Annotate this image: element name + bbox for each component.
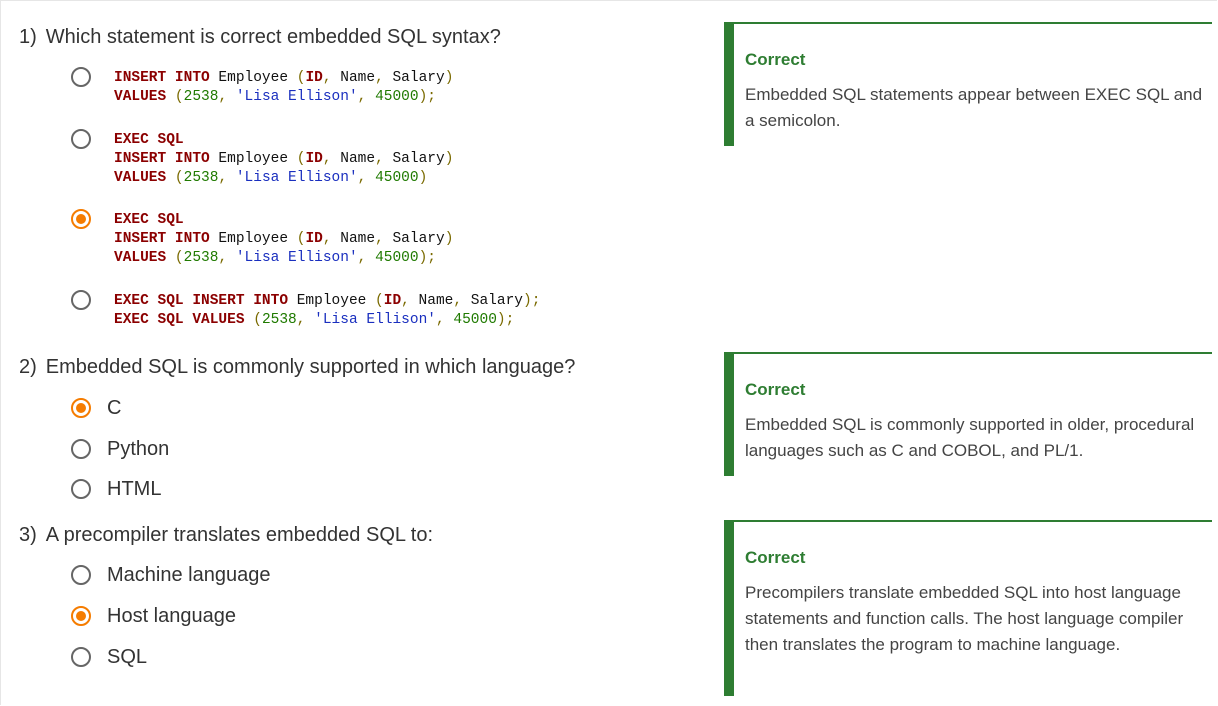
code-line: INSERT INTO Employee (ID, Name, Salary) xyxy=(114,151,454,167)
q1-option-3-code: EXEC SQL INSERT INTO Employee (ID, Name, … xyxy=(114,211,453,268)
code-line: VALUES (2538, 'Lisa Ellison', 45000) xyxy=(114,170,428,186)
q3-option-sql-label[interactable]: SQL xyxy=(107,646,148,668)
q3-option-host-label[interactable]: Host language xyxy=(107,605,236,627)
code-line: EXEC SQL VALUES (2538, 'Lisa Ellison', 4… xyxy=(114,312,515,328)
q2-feedback-panel: Correct Embedded SQL is commonly support… xyxy=(724,352,1212,476)
feedback-explanation: Embedded SQL is commonly supported in ol… xyxy=(745,415,1195,460)
q2-option-c-label[interactable]: C xyxy=(107,397,122,419)
q2-option-python-label[interactable]: Python xyxy=(107,438,170,460)
code-line: VALUES (2538, 'Lisa Ellison', 45000); xyxy=(114,89,436,105)
question-3-title: 3) A precompiler translates embedded SQL … xyxy=(19,524,433,547)
feedback-heading: Correct xyxy=(745,380,806,399)
question-prompt: Which statement is correct embedded SQL … xyxy=(45,26,501,48)
q1-option-1-radio[interactable] xyxy=(71,67,91,87)
q1-option-2-code: EXEC SQL INSERT INTO Employee (ID, Name, … xyxy=(114,131,453,188)
code-line: VALUES (2538, 'Lisa Ellison', 45000); xyxy=(114,250,436,266)
feedback-explanation: Precompilers translate embedded SQL into… xyxy=(745,583,1184,654)
q2-option-c-radio[interactable] xyxy=(71,398,91,418)
question-prompt: Embedded SQL is commonly supported in wh… xyxy=(45,356,576,378)
q2-option-html-label[interactable]: HTML xyxy=(107,478,162,500)
feedback-heading: Correct xyxy=(745,548,806,567)
q1-option-3-radio[interactable] xyxy=(71,209,91,229)
feedback-heading: Correct xyxy=(745,50,806,69)
code-line: EXEC SQL xyxy=(114,132,184,148)
question-number: 2) xyxy=(19,356,37,378)
q3-option-sql-radio[interactable] xyxy=(71,647,91,667)
q1-option-2-radio[interactable] xyxy=(71,129,91,149)
question-2-title: 2) Embedded SQL is commonly supported in … xyxy=(19,356,575,379)
q2-option-html-radio[interactable] xyxy=(71,479,91,499)
question-prompt: A precompiler translates embedded SQL to… xyxy=(45,524,434,546)
code-line: INSERT INTO Employee (ID, Name, Salary) xyxy=(114,231,454,247)
q3-option-machine-radio[interactable] xyxy=(71,565,91,585)
q1-option-4-radio[interactable] xyxy=(71,290,91,310)
code-line: EXEC SQL xyxy=(114,212,184,228)
code-line: EXEC SQL INSERT INTO Employee (ID, Name,… xyxy=(114,293,541,309)
question-1-title: 1) Which statement is correct embedded SQ… xyxy=(19,26,501,49)
question-number: 1) xyxy=(19,26,37,48)
q1-feedback-panel: Correct Embedded SQL statements appear b… xyxy=(724,22,1212,146)
feedback-explanation: Embedded SQL statements appear between E… xyxy=(745,85,1203,130)
code-line: INSERT INTO Employee (ID, Name, Salary) xyxy=(114,70,454,86)
q3-option-host-radio[interactable] xyxy=(71,606,91,626)
question-number: 3) xyxy=(19,524,37,546)
q1-option-1-code: INSERT INTO Employee (ID, Name, Salary) V… xyxy=(114,69,453,107)
q2-option-python-radio[interactable] xyxy=(71,439,91,459)
q3-option-machine-label[interactable]: Machine language xyxy=(107,564,271,586)
q1-option-4-code: EXEC SQL INSERT INTO Employee (ID, Name,… xyxy=(114,292,540,330)
q3-feedback-panel: Correct Precompilers translate embedded … xyxy=(724,520,1212,696)
